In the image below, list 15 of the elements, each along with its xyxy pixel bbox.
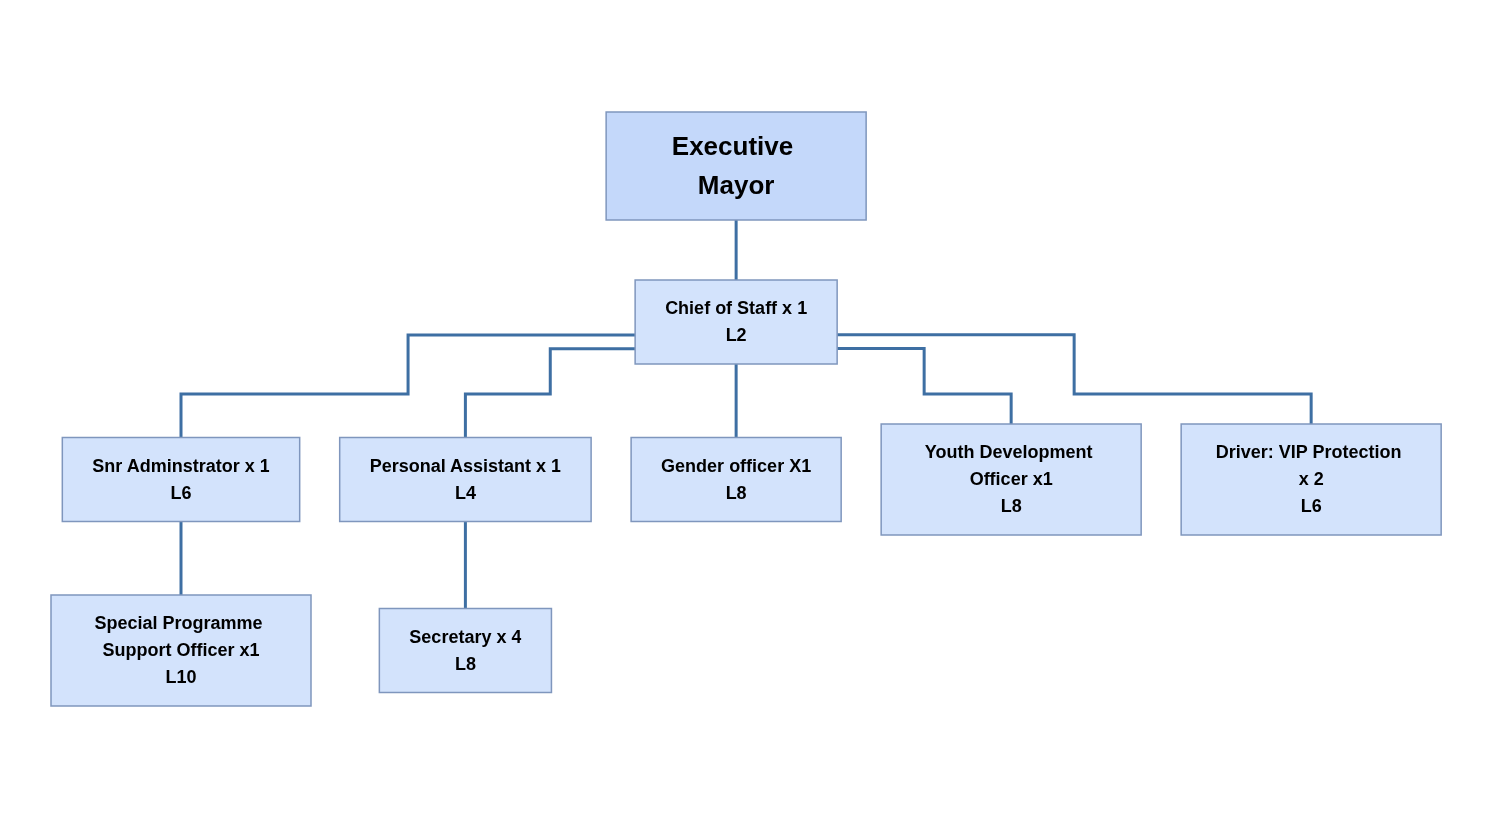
node-box: Chief of Staff x 1 L2: [634, 278, 839, 365]
connector: [837, 346, 1014, 425]
node-box: Gender officer X1 L8: [630, 436, 843, 522]
node-box: Special Programme Support Officer x1 L10: [50, 593, 313, 707]
node-box: Executive Mayor: [605, 110, 868, 221]
connector: [464, 346, 636, 439]
connector: [735, 362, 739, 439]
node-box: Driver: VIP Protection x 2 L6: [1180, 422, 1443, 536]
connector: [837, 332, 1314, 425]
node-box: Secretary x 4 L8: [379, 607, 553, 693]
node-box: Snr Adminstrator x 1 L6: [62, 436, 301, 522]
node-box: Personal Assistant x 1 L4: [339, 436, 593, 522]
connector: [735, 218, 739, 281]
connector: [179, 333, 636, 439]
node-box: Youth Development Officer x1 L8: [880, 422, 1143, 536]
